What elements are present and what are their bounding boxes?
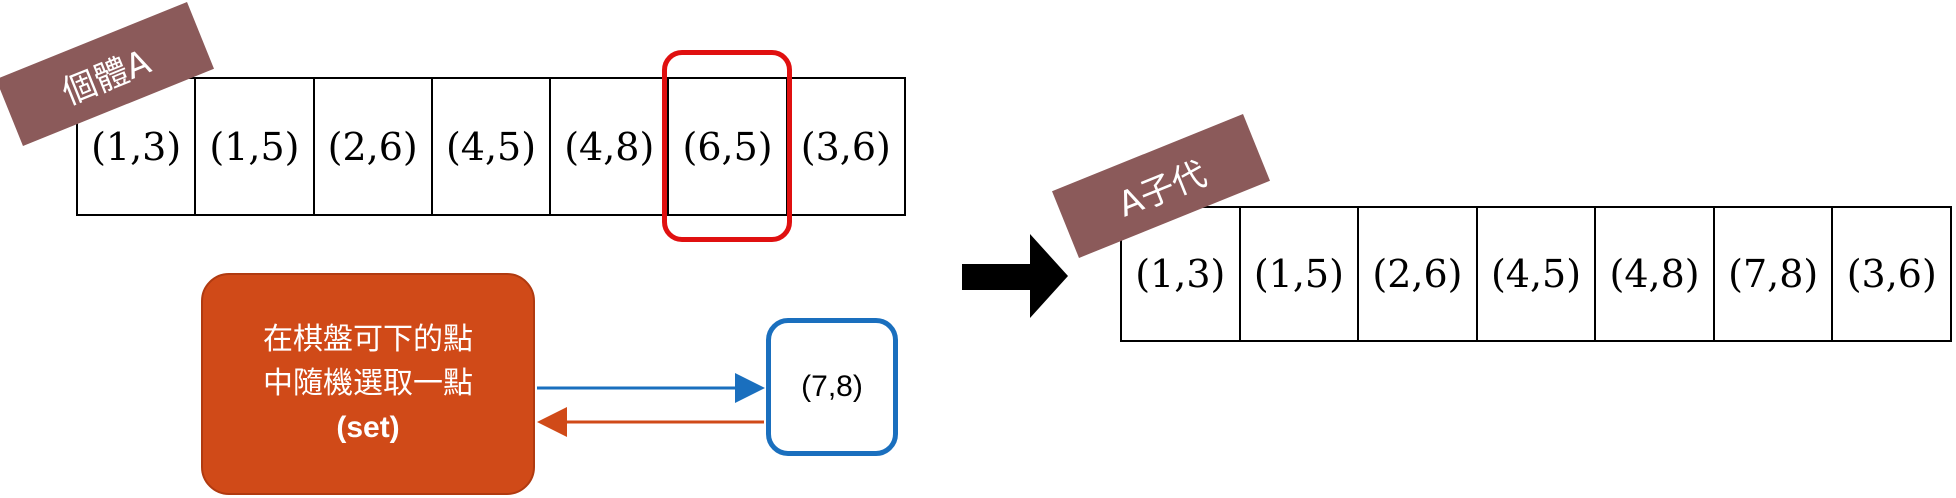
gene-cell: (3,6) bbox=[800, 124, 891, 169]
big-right-arrow-icon bbox=[962, 234, 1068, 318]
mutation-highlight bbox=[662, 50, 792, 242]
individual-a-genes: (1,3) (1,5) (2,6) (4,5) (4,8) (6,5) (3,6… bbox=[76, 77, 906, 216]
gene-cell: (1,5) bbox=[196, 79, 315, 214]
gene-cell: (1,3) bbox=[1122, 208, 1241, 340]
action-text-line2: 中隨機選取一點 bbox=[263, 366, 473, 401]
action-text-line3: (set) bbox=[336, 411, 400, 444]
gene-cell: (2,6) bbox=[1359, 208, 1478, 340]
gene-cell: (4,5) bbox=[1478, 208, 1597, 340]
random-select-box: 在棋盤可下的點 中隨機選取一點 (set) bbox=[201, 273, 535, 495]
gene-cell-mutated: (6,5) bbox=[669, 79, 788, 214]
gene-cell: (1,3) bbox=[78, 79, 197, 214]
gene-cell: (4,5) bbox=[433, 79, 552, 214]
gene-cell: (3,6) bbox=[1846, 252, 1937, 296]
gene-cell-new: (7,8) bbox=[1715, 208, 1834, 340]
gene-cell: (4,8) bbox=[1596, 208, 1715, 340]
gene-cell: (2,6) bbox=[315, 79, 433, 214]
action-text-line1: 在棋盤可下的點 bbox=[263, 322, 473, 357]
gene-cell: (1,5) bbox=[1241, 208, 1360, 340]
selected-point-box: (7,8) bbox=[766, 318, 898, 456]
offspring-genes: (1,3) (1,5) (2,6) (4,5) (4,8) (7,8) (3,6… bbox=[1120, 206, 1952, 342]
gene-cell: (4,8) bbox=[551, 79, 670, 214]
